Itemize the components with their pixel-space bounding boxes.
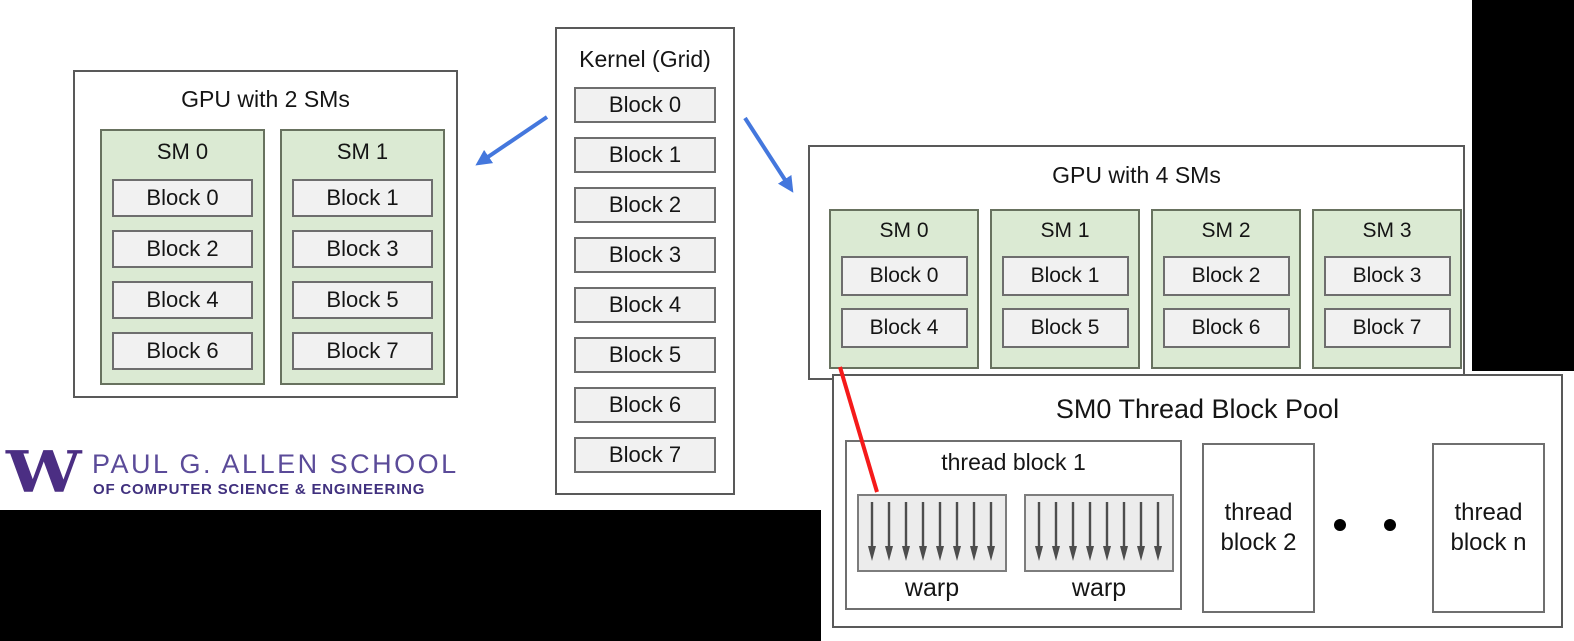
gpu2-sm0-block: Block 2 — [112, 230, 253, 268]
gpu4-sm1-block: Block 5 — [1001, 308, 1129, 348]
gpu4-sm1-label: SM 1 — [1040, 219, 1090, 242]
logo-department-name: OF COMPUTER SCIENCE & ENGINEERING — [93, 481, 426, 498]
kernel-block: Block 0 — [574, 87, 716, 123]
kernel-block: Block 6 — [574, 387, 716, 423]
gpu2-sm1-box: SM 1 Block 1 Block 3 Block 5 Block 7 — [280, 129, 445, 385]
dot-icon — [1334, 519, 1346, 531]
thread-block-1-label: thread block 1 — [941, 449, 1086, 475]
kernel-block: Block 5 — [574, 337, 716, 373]
gpu-4sms-title: GPU with 4 SMs — [1052, 162, 1221, 188]
kernel-grid-title: Kernel (Grid) — [579, 46, 711, 72]
kernel-block: Block 2 — [574, 187, 716, 223]
gpu4-sm0-label: SM 0 — [879, 219, 929, 242]
gpu2-sm0-block: Block 4 — [112, 281, 253, 319]
gpu2-sm0-box: SM 0 Block 0 Block 2 Block 4 Block 6 — [100, 129, 265, 385]
gpu2-sm1-block: Block 3 — [292, 230, 433, 268]
gpu4-sm1-box: SM 1 Block 1 Block 5 — [990, 209, 1140, 369]
gpu4-sm3-label: SM 3 — [1362, 219, 1412, 242]
ellipsis-dots — [1334, 519, 1446, 531]
gpu4-sm0-block: Block 0 — [840, 256, 968, 296]
gpu-2sms-title: GPU with 2 SMs — [181, 86, 350, 112]
gpu-2sms-box: GPU with 2 SMs SM 0 Block 0 Block 2 Bloc… — [73, 70, 458, 398]
gpu2-sm1-label: SM 1 — [336, 139, 389, 164]
gpu4-sm2-label: SM 2 — [1201, 219, 1251, 242]
warp-label: warp — [1071, 574, 1127, 602]
gpu4-sm0-block: Block 4 — [840, 308, 968, 348]
gpu4-sm1-block: Block 1 — [1001, 256, 1129, 296]
logo-school-name: PAUL G. ALLEN SCHOOL — [92, 449, 459, 479]
gpu4-sm0-box: SM 0 Block 0 Block 4 — [829, 209, 979, 369]
warp-thread-arrows-icon — [868, 502, 995, 561]
kernel-grid-box: Kernel (Grid) Block 0 Block 1 Block 2 Bl… — [555, 27, 735, 495]
gpu4-sm2-block: Block 2 — [1162, 256, 1290, 296]
kernel-block: Block 4 — [574, 287, 716, 323]
warp-label: warp — [904, 574, 960, 602]
thread-block-2-label: thread block 2 — [1220, 499, 1297, 556]
gpu4-sm3-block: Block 3 — [1323, 256, 1451, 296]
gpu4-sm2-block: Block 6 — [1162, 308, 1290, 348]
kernel-block: Block 3 — [574, 237, 716, 273]
gpu4-sm3-box: SM 3 Block 3 Block 7 — [1312, 209, 1462, 369]
thread-block-2-box: thread block 2 — [1202, 443, 1315, 613]
gpu2-sm0-block: Block 6 — [112, 332, 253, 370]
warp-box — [1024, 494, 1174, 572]
gpu2-sm1-block: Block 7 — [292, 332, 433, 370]
warp-box — [857, 494, 1007, 572]
sm0-thread-block-pool-box: SM0 Thread Block Pool thread block 1 war… — [832, 374, 1563, 628]
gpu-4sms-box: GPU with 4 SMs SM 0 Block 0 Block 4 SM 1… — [808, 145, 1465, 380]
dot-icon — [1384, 519, 1396, 531]
kernel-block: Block 7 — [574, 437, 716, 473]
gpu4-sm3-block: Block 7 — [1323, 308, 1451, 348]
thread-block-1-box: thread block 1 warp warp — [845, 440, 1182, 610]
pool-title: SM0 Thread Block Pool — [1055, 394, 1340, 424]
thread-block-n-box: thread block n — [1432, 443, 1545, 613]
gpu2-sm1-block: Block 5 — [292, 281, 433, 319]
warp-thread-arrows-icon — [1035, 502, 1162, 561]
gpu4-sm2-box: SM 2 Block 2 Block 6 — [1151, 209, 1301, 369]
kernel-block: Block 1 — [574, 137, 716, 173]
gpu2-sm0-block: Block 0 — [112, 179, 253, 217]
uw-w-logo-icon: W — [6, 439, 82, 506]
gpu2-sm1-block: Block 1 — [292, 179, 433, 217]
gpu2-sm0-label: SM 0 — [156, 139, 209, 164]
thread-block-n-label: thread block n — [1450, 499, 1527, 556]
